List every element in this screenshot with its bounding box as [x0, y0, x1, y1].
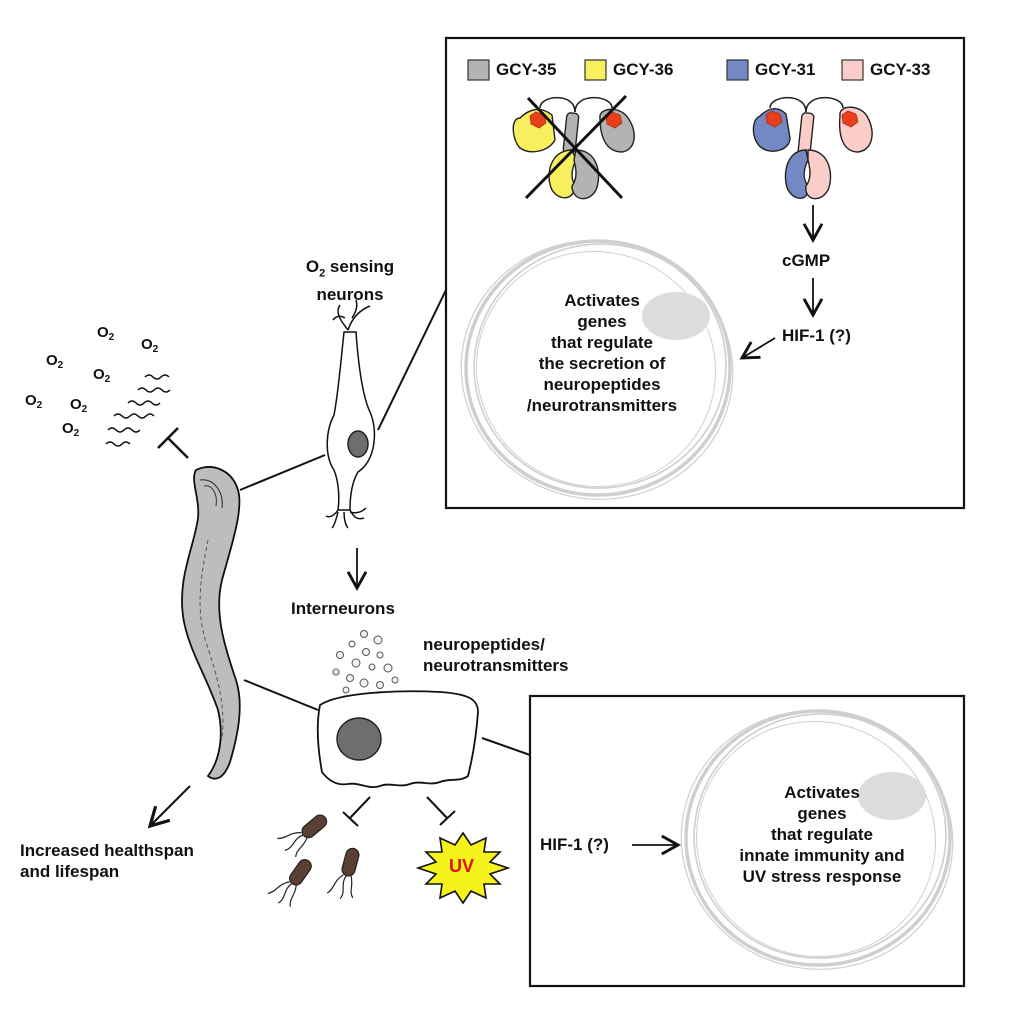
outcome-line1: Increased healthspan — [20, 841, 194, 860]
inhibit-bacteria — [342, 796, 371, 827]
bottom-nucleus — [680, 709, 954, 970]
bottom-nucleus-line: Activates — [784, 783, 860, 802]
inhibit-uv — [426, 796, 456, 826]
legend-label-gcy33: GCY-33 — [870, 60, 931, 79]
worm-to-neuron-line — [239, 454, 326, 491]
arrow-worm-to-outcome — [147, 785, 191, 829]
top-nucleus-text: Activates genes that regulate the secret… — [492, 290, 712, 416]
o2-molecule: O2 — [70, 396, 88, 415]
o2-squiggles — [105, 374, 171, 447]
top-nucleus-line: genes — [577, 312, 627, 331]
neuropeptides-label: neuropeptides/ neurotransmitters — [423, 634, 568, 676]
cell-to-box-line — [481, 737, 531, 756]
top-nucleus-line: neuropeptides — [543, 375, 661, 394]
cross-line-2 — [524, 94, 628, 200]
top-nucleus — [460, 239, 734, 500]
neuropeptides-line2: neurotransmitters — [423, 656, 569, 675]
legend-label-gcy36: GCY-36 — [613, 60, 674, 79]
top-detail-box — [444, 36, 966, 510]
outcome-line2: and lifespan — [20, 862, 120, 881]
uv-label: UV — [449, 856, 475, 876]
neuropeptides-line1: neuropeptides/ — [423, 635, 545, 654]
o2-sensing-prefix: O — [305, 257, 320, 276]
bottom-detail-box — [528, 694, 966, 988]
bottom-nucleus-text: Activates genes that regulate innate imm… — [712, 782, 932, 887]
vesicles — [332, 630, 399, 694]
inhibit-o2-bar — [157, 427, 179, 449]
outcome-label: Increased healthspan and lifespan — [20, 840, 194, 882]
bottom-nucleus-line: innate immunity and — [739, 846, 905, 865]
cgmp-label: cGMP — [782, 251, 831, 270]
legend-swatch-gcy35 — [467, 59, 490, 81]
gcy31-gcy33-complex — [752, 96, 873, 200]
top-nucleus-line: Activates — [564, 291, 640, 310]
worm — [181, 466, 241, 780]
top-nucleus-line: the secretion of — [538, 354, 666, 373]
uv-burst — [415, 831, 511, 905]
o2-molecule: O2 — [141, 336, 159, 355]
gcy35-gcy36-complex — [512, 96, 635, 200]
top-nucleus-line: /neurotransmitters — [526, 396, 678, 415]
bottom-nucleus-line: that regulate — [770, 825, 874, 844]
o2-molecule: O2 — [93, 366, 111, 385]
legend-swatch-gcy31 — [726, 59, 749, 81]
bottom-hif-label: HIF-1 (?) — [540, 835, 609, 854]
o2-molecule: O2 — [62, 420, 80, 439]
o2-molecule: O2 — [46, 352, 64, 371]
interneurons-label: Interneurons — [291, 599, 395, 618]
bottom-nucleolus — [858, 772, 926, 820]
o2-sensing-sub: 2 — [319, 267, 326, 280]
bacteria — [267, 814, 360, 907]
legend-swatch-gcy33 — [841, 59, 864, 81]
o2-molecule: O2 — [97, 324, 115, 343]
o2-sensing-rest: sensing — [325, 257, 395, 276]
arrow-hif-to-nucleus — [739, 337, 776, 360]
top-nucleolus — [642, 292, 710, 340]
inhibit-o2-stem — [167, 437, 189, 459]
o2-sensing-neuron — [325, 299, 376, 529]
worm-to-cell-line — [243, 679, 319, 711]
legend-label-gcy31: GCY-31 — [755, 60, 816, 79]
legend-swatch-gcy36 — [584, 59, 607, 81]
legend-label-gcy35: GCY-35 — [496, 60, 557, 79]
o2-sensing-line2: neurons — [316, 285, 384, 305]
bottom-nucleus-line: UV stress response — [742, 867, 902, 886]
o2-molecule: O2 — [25, 392, 43, 411]
bottom-nucleus-line: genes — [797, 804, 847, 823]
interneuron-cell — [316, 690, 479, 788]
neuron-to-box-line — [377, 289, 447, 431]
o2-sensing-neurons-label: O2 sensing neurons — [285, 256, 415, 305]
interneuron-nucleus — [336, 717, 382, 761]
top-hif-label: HIF-1 (?) — [782, 326, 851, 345]
top-nucleus-line: that regulate — [550, 333, 654, 352]
